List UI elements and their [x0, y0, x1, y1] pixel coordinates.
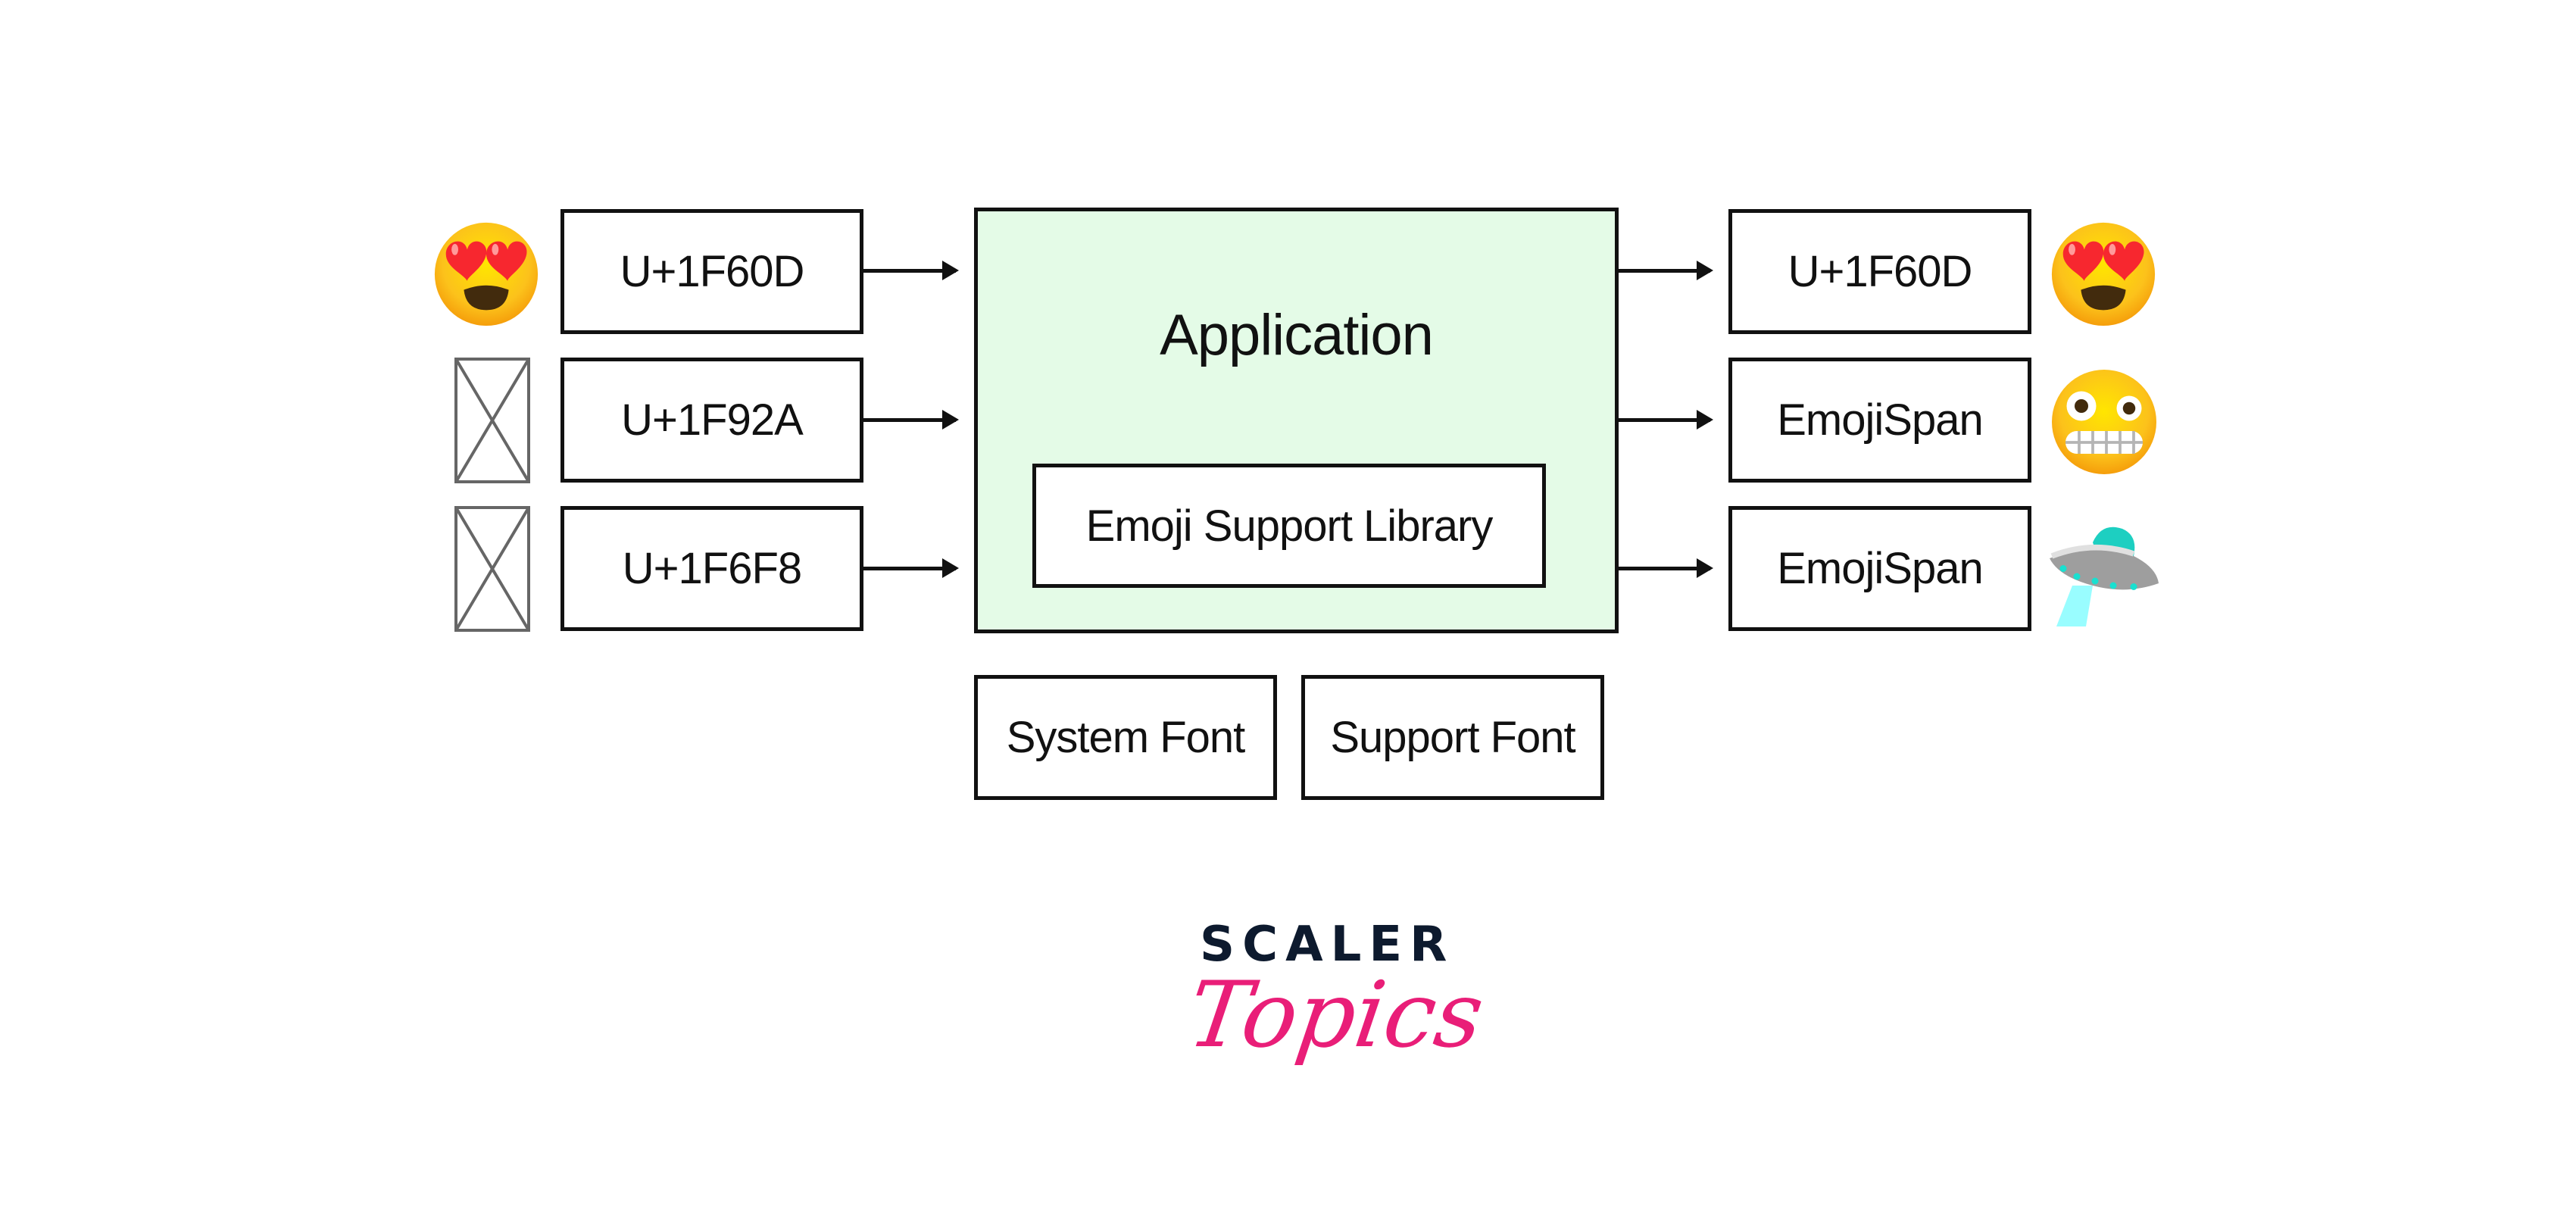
input-arrow — [863, 261, 959, 280]
logo-topics-text: Topics — [1182, 963, 1490, 1068]
missing-glyph-icon — [454, 358, 530, 483]
output-box: EmojiSpan — [1728, 506, 2031, 631]
support-font-label: Support Font — [1330, 713, 1575, 762]
input-codepoint-box: U+1F6F8 — [560, 506, 863, 631]
output-label: EmojiSpan — [1777, 395, 1983, 445]
output-label: EmojiSpan — [1777, 544, 1983, 593]
output-arrow — [1618, 558, 1713, 578]
output-arrow — [1618, 261, 1713, 280]
grimacing-face-icon — [2047, 362, 2161, 477]
system-font-box: System Font — [974, 675, 1277, 800]
emoji-support-library-box: Emoji Support Library — [1032, 464, 1546, 588]
smiling-face-heart-eyes-icon — [2047, 215, 2159, 329]
input-codepoint-label: U+1F92A — [621, 395, 804, 445]
flying-saucer-icon — [2047, 515, 2161, 629]
input-codepoint-box: U+1F92A — [560, 358, 863, 483]
application-box: Application Emoji Support Library — [974, 208, 1619, 633]
input-arrow — [863, 558, 959, 578]
scaler-topics-logo: SCALER Topics — [1182, 917, 1489, 1115]
support-font-box: Support Font — [1301, 675, 1604, 800]
smiling-face-heart-eyes-icon — [430, 215, 542, 329]
output-label: U+1F60D — [1788, 247, 1973, 296]
emoji-support-library-label: Emoji Support Library — [1085, 501, 1494, 551]
input-arrow — [863, 410, 959, 430]
output-box: EmojiSpan — [1728, 358, 2031, 483]
input-codepoint-label: U+1F60D — [620, 247, 805, 296]
system-font-label: System Font — [1006, 713, 1246, 762]
missing-glyph-icon — [454, 506, 530, 632]
application-label: Application — [1160, 303, 1434, 367]
input-codepoint-box: U+1F60D — [560, 209, 863, 334]
output-box: U+1F60D — [1728, 209, 2031, 334]
input-codepoint-label: U+1F6F8 — [622, 544, 802, 593]
output-arrow — [1618, 410, 1713, 430]
logo-scaler-text: SCALER — [1200, 917, 1455, 973]
